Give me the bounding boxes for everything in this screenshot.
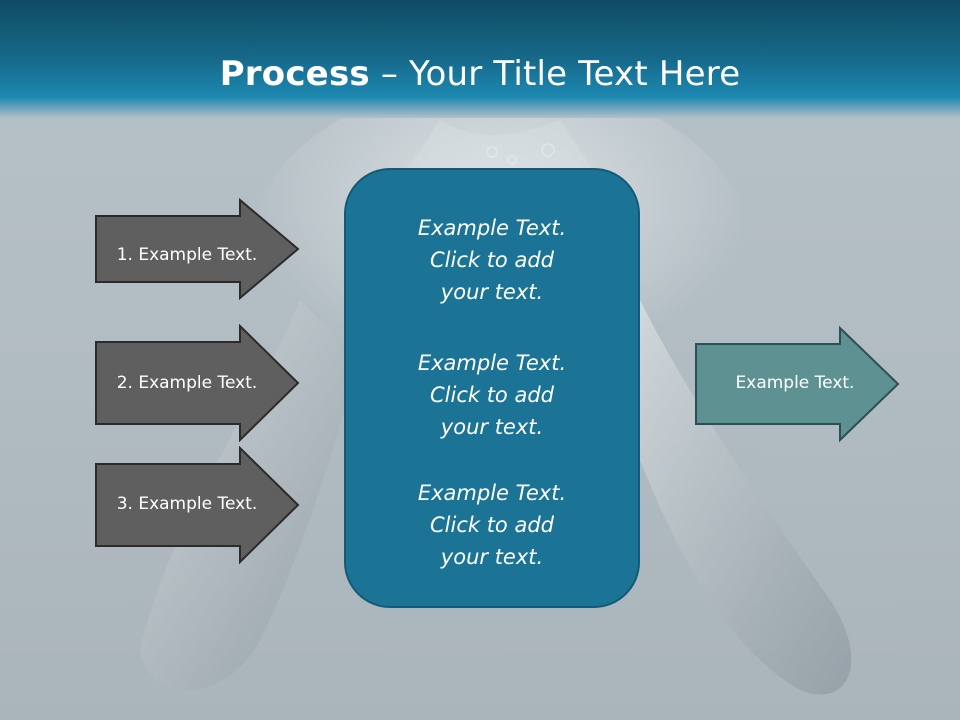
slide-title[interactable]: Process – Your Title Text Here (0, 52, 960, 96)
center-paragraph-3: Example Text. Click to add your text. (344, 477, 640, 573)
left-arrow-label-1: 1. Example Text. (116, 245, 258, 265)
center-paragraph-2-line-1: Example Text. (417, 351, 567, 375)
center-paragraph-1: Example Text. Click to add your text. (344, 212, 640, 308)
title-bold-text: Process (219, 54, 370, 94)
center-paragraph-2-line-3: your text. (440, 415, 544, 439)
left-arrow-shape-3[interactable] (94, 446, 300, 566)
center-paragraph-3-line-2: Click to add (429, 513, 554, 537)
left-arrow-shape-2[interactable] (94, 324, 300, 442)
title-bar (0, 0, 960, 118)
center-paragraph-3-line-1: Example Text. (417, 481, 567, 505)
center-paragraph-3-line-3: your text. (440, 545, 544, 569)
center-paragraph-1-line-2: Click to add (429, 248, 554, 272)
center-content-box[interactable] (344, 168, 640, 608)
center-paragraph-1-line-3: your text. (440, 280, 544, 304)
left-arrow-label-2: 2. Example Text. (116, 373, 258, 393)
center-paragraph-2-line-2: Click to add (429, 383, 554, 407)
center-paragraph-1-line-1: Example Text. (417, 216, 567, 240)
right-arrow-label: Example Text. (735, 373, 855, 393)
title-rest-text: – Your Title Text Here (369, 54, 741, 94)
left-arrow-label-3: 3. Example Text. (116, 494, 258, 514)
left-arrow-shape-1[interactable] (94, 198, 300, 300)
right-arrow-shape[interactable] (694, 326, 900, 444)
center-paragraph-2: Example Text. Click to add your text. (344, 347, 640, 443)
